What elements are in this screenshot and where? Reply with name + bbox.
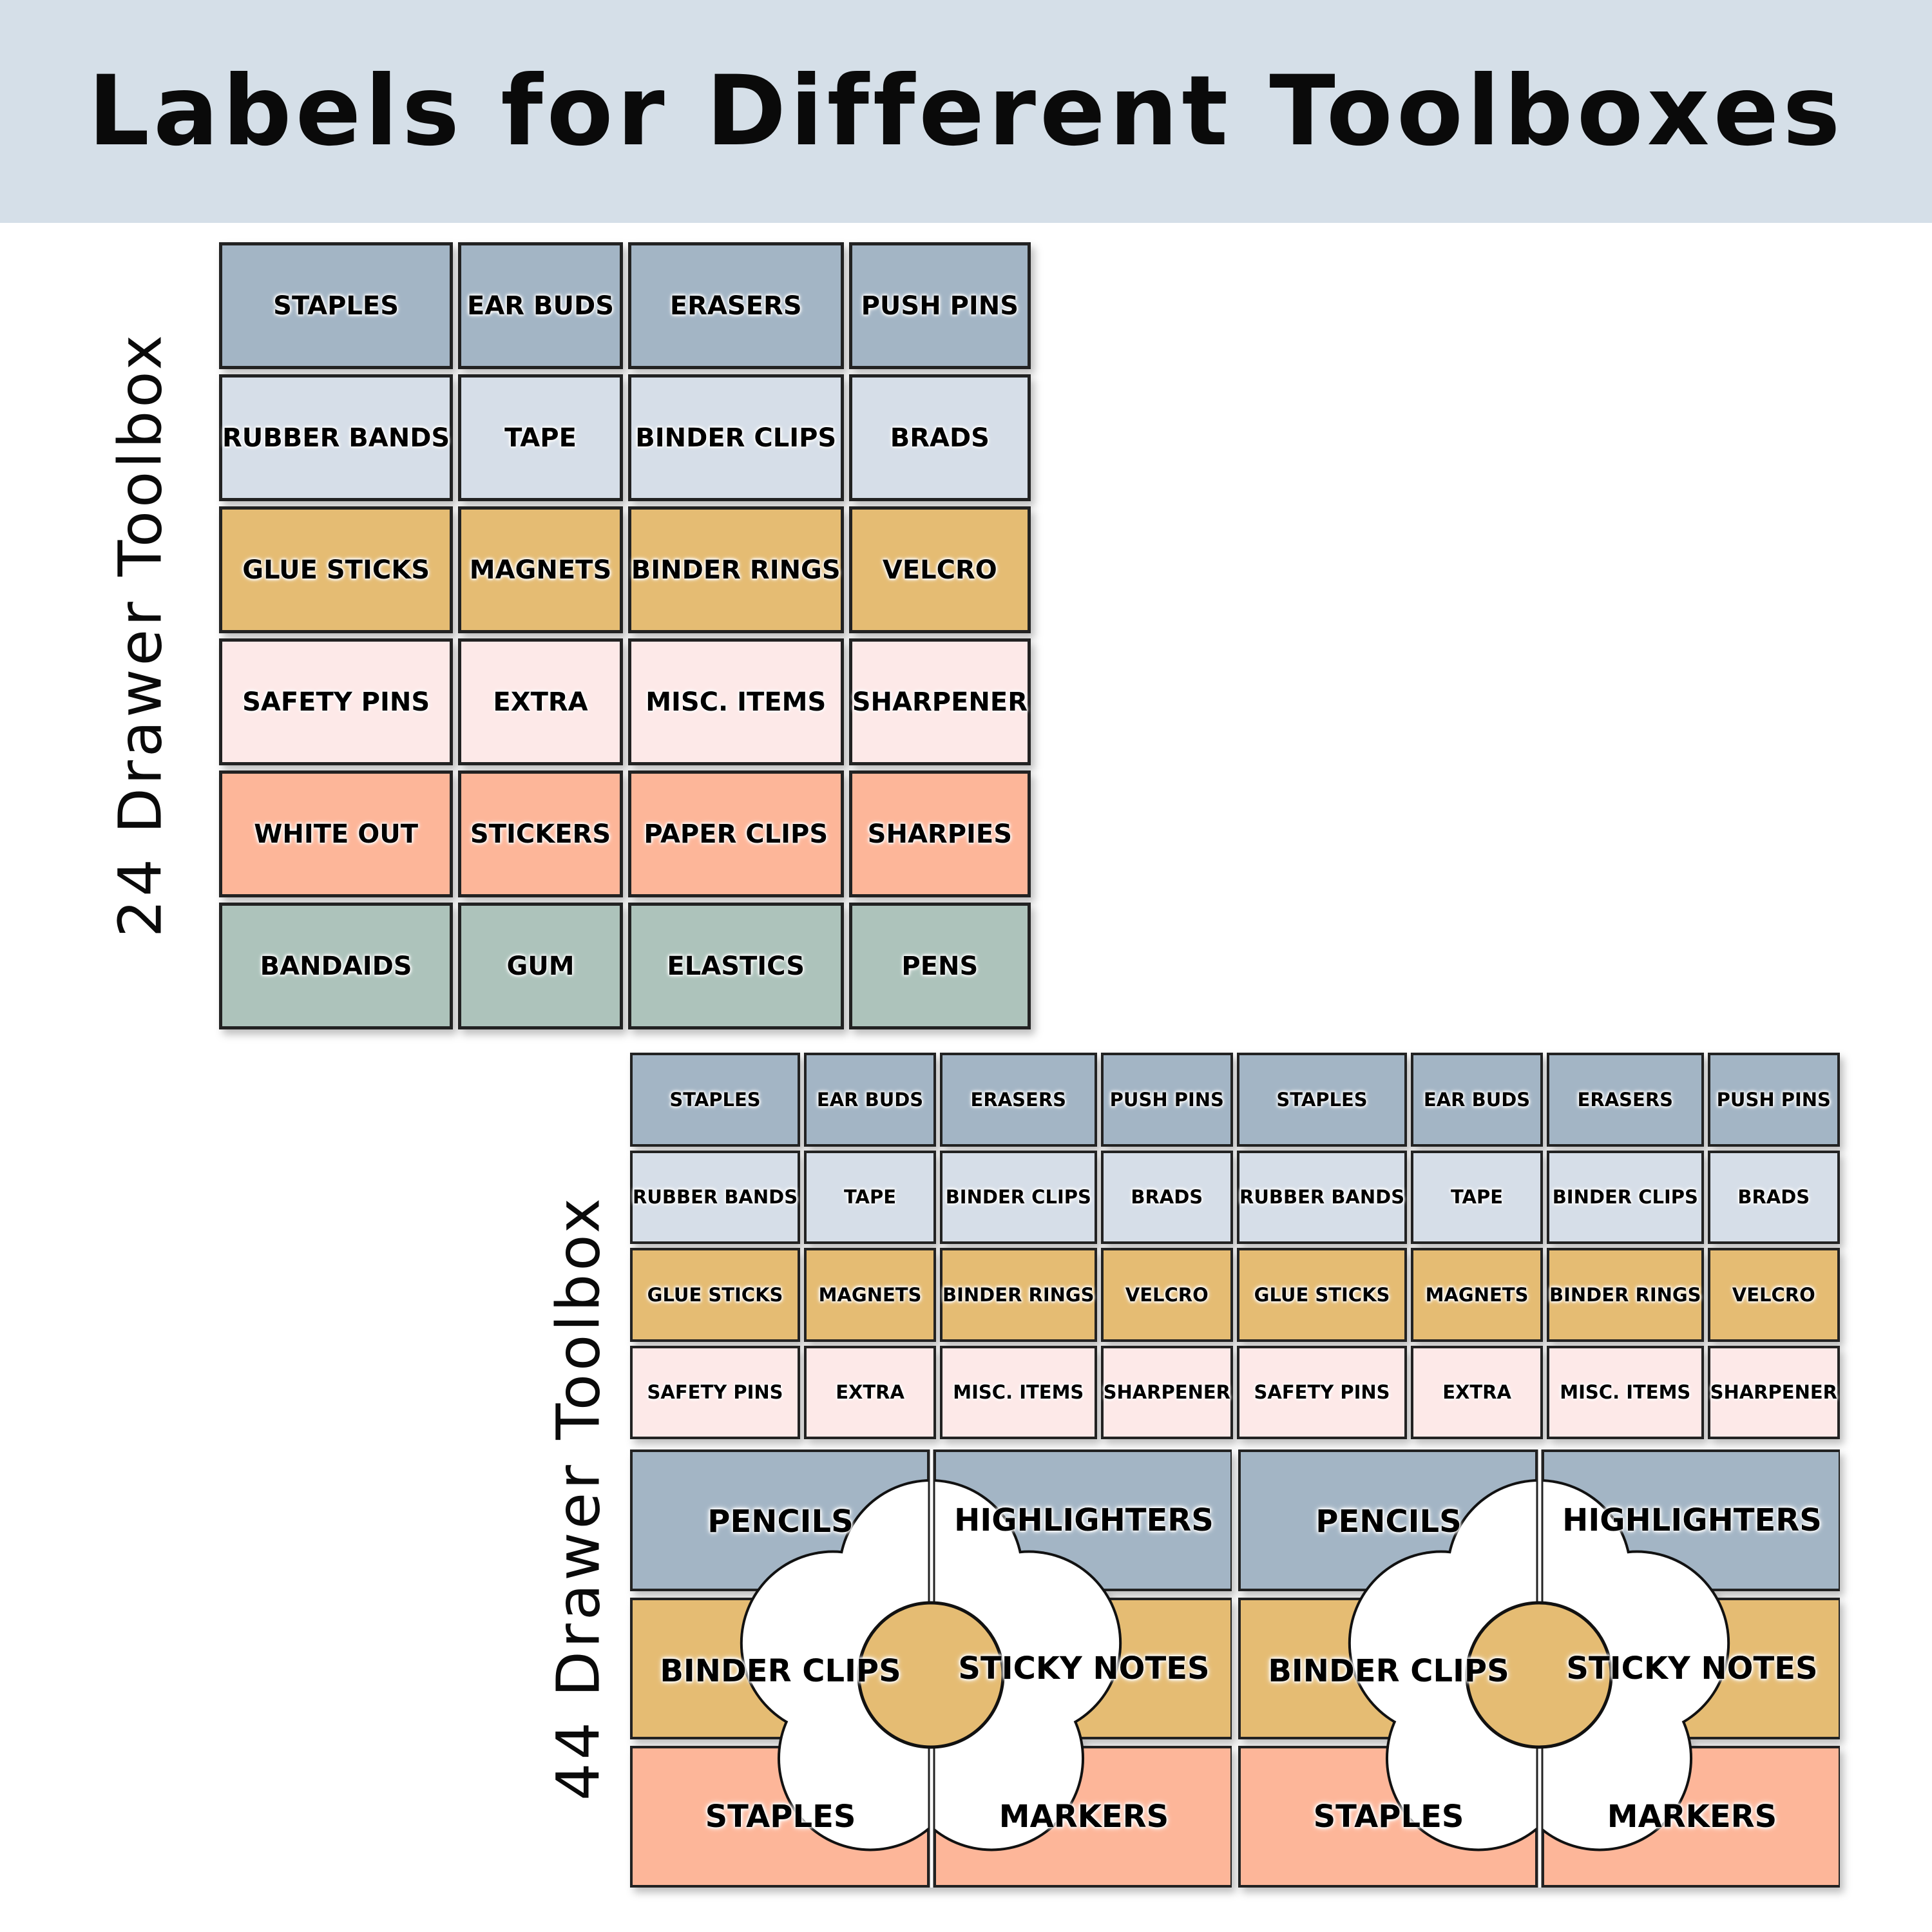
drawer-label: TAPE — [804, 1150, 937, 1244]
drawer-label: ERASERS — [627, 242, 844, 369]
drawer-label: MAGNETS — [804, 1248, 937, 1342]
drawer-label: EAR BUDS — [1411, 1053, 1544, 1147]
drawer-label: EAR BUDS — [458, 242, 623, 369]
drawer-label: SAFETY PINS — [630, 1345, 801, 1439]
drawer-label: PUSH PINS — [848, 242, 1031, 369]
flower-drawer-label: STICKY NOTES — [958, 1650, 1210, 1687]
drawer-label: BRADS — [1707, 1150, 1840, 1244]
drawer-label: EAR BUDS — [804, 1053, 937, 1147]
drawer-label: STICKERS — [458, 770, 623, 897]
flower-drawer-label: STICKY NOTES — [1566, 1650, 1818, 1687]
flower-graphic — [630, 1449, 1232, 1888]
flower-label-block-2: PENCILS HIGHLIGHTERS BINDER CLIPS STICKY NO… — [1238, 1449, 1840, 1888]
flower-center — [857, 1601, 1005, 1749]
drawer-label: GLUE STICKS — [1237, 1248, 1408, 1342]
drawer-label: EXTRA — [804, 1345, 937, 1439]
drawer-label: RUBBER BANDS — [630, 1150, 801, 1244]
flower-drawer-label: STAPLES — [705, 1799, 856, 1835]
title-banner: Labels for Different Toolboxes — [0, 0, 1932, 223]
drawer-label: EXTRA — [458, 638, 623, 765]
drawer-label: WHITE OUT — [219, 770, 454, 897]
toolbox-24-title: 24 Drawer Toolbox — [106, 331, 175, 938]
drawer-label: MISC. ITEMS — [1547, 1345, 1704, 1439]
drawer-label: MAGNETS — [1411, 1248, 1544, 1342]
drawer-label: MAGNETS — [458, 506, 623, 633]
drawer-label: SHARPENER — [1707, 1345, 1840, 1439]
drawer-label: ELASTICS — [627, 903, 844, 1029]
drawer-label: SHARPIES — [848, 770, 1031, 897]
flower-drawer-label: BINDER CLIPS — [660, 1653, 901, 1689]
drawer-label: RUBBER BANDS — [1237, 1150, 1408, 1244]
flower-drawer-label: PENCILS — [707, 1504, 854, 1540]
flower-drawer-label: PENCILS — [1315, 1504, 1462, 1540]
drawer-label: SHARPENER — [1100, 1345, 1233, 1439]
drawer-label: VELCRO — [1100, 1248, 1233, 1342]
flower-drawer-label: HIGHLIGHTERS — [954, 1502, 1214, 1538]
flower-center — [1465, 1601, 1613, 1749]
drawer-label: GUM — [458, 903, 623, 1029]
drawer-label: ERASERS — [940, 1053, 1097, 1147]
flower-drawer-label: STAPLES — [1313, 1799, 1464, 1835]
drawer-label: BRADS — [1100, 1150, 1233, 1244]
drawer-label: BINDER RINGS — [627, 506, 844, 633]
drawer-label: PAPER CLIPS — [627, 770, 844, 897]
drawer-label: STAPLES — [219, 242, 454, 369]
toolbox-44-title: 44 Drawer Toolbox — [544, 1194, 613, 1801]
drawer-label: BANDAIDS — [219, 903, 454, 1029]
drawer-label: BINDER CLIPS — [1547, 1150, 1704, 1244]
drawer-label: SAFETY PINS — [219, 638, 454, 765]
drawer-label: BINDER RINGS — [1547, 1248, 1704, 1342]
flower-drawer-label: MARKERS — [999, 1799, 1169, 1835]
drawer-label: EXTRA — [1411, 1345, 1544, 1439]
drawer-label: SAFETY PINS — [1237, 1345, 1408, 1439]
drawer-label: RUBBER BANDS — [219, 374, 454, 501]
flower-drawer-label: MARKERS — [1607, 1799, 1777, 1835]
drawer-label: BINDER RINGS — [940, 1248, 1097, 1342]
drawer-label: GLUE STICKS — [630, 1248, 801, 1342]
drawer-label: STAPLES — [630, 1053, 801, 1147]
drawer-label: PUSH PINS — [1707, 1053, 1840, 1147]
flower-drawer-label: HIGHLIGHTERS — [1562, 1502, 1822, 1538]
drawer-label: VELCRO — [1707, 1248, 1840, 1342]
flower-graphic — [1238, 1449, 1840, 1888]
drawer-label: BRADS — [848, 374, 1031, 501]
drawer-label: TAPE — [1411, 1150, 1544, 1244]
drawer-label: PENS — [848, 903, 1031, 1029]
drawer-label: STAPLES — [1237, 1053, 1408, 1147]
drawer-label: TAPE — [458, 374, 623, 501]
drawer-label: ERASERS — [1547, 1053, 1704, 1147]
drawer-label: SHARPENER — [848, 638, 1031, 765]
drawer-label: GLUE STICKS — [219, 506, 454, 633]
flower-drawer-label: BINDER CLIPS — [1268, 1653, 1509, 1689]
drawer-label: PUSH PINS — [1100, 1053, 1233, 1147]
drawer-label: BINDER CLIPS — [627, 374, 844, 501]
page-title: Labels for Different Toolboxes — [88, 55, 1844, 167]
drawer-label: VELCRO — [848, 506, 1031, 633]
drawer-label: MISC. ITEMS — [940, 1345, 1097, 1439]
flower-label-block-1: PENCILS HIGHLIGHTERS BINDER CLIPS STICKY NO… — [630, 1449, 1232, 1888]
drawer-label: MISC. ITEMS — [627, 638, 844, 765]
drawer-label: BINDER CLIPS — [940, 1150, 1097, 1244]
